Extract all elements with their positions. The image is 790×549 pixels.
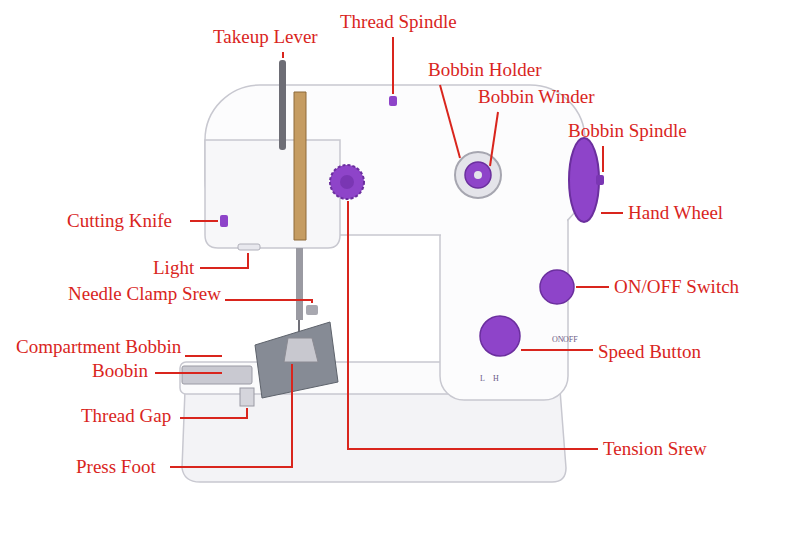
leader-line [185,355,222,357]
takeup-lever [279,60,286,150]
leader-line [155,372,222,374]
part-label: Thread Spindle [340,12,457,33]
bobbin-winder [465,162,491,188]
part-label: Compartment Bobbin [16,337,181,358]
part-label: Light [153,258,194,279]
leader-line [180,408,247,418]
leader-line [602,146,604,172]
part-label: Speed Button [598,342,701,363]
leader-line [225,300,312,303]
tension-knob [330,165,364,199]
part-label: Thread Gap [81,406,171,427]
bobbin-hub [474,171,482,179]
part-label: ON/OFF Switch [614,277,739,298]
part-label: Hand Wheel [628,203,723,224]
needle-bar [296,248,303,320]
leader-line [576,286,609,288]
part-label: Cutting Knife [67,211,172,232]
leader-line [440,85,460,158]
part-label: Tension Srew [603,439,707,460]
part-label: Bobbin Spindle [568,121,687,142]
on-off-switch [540,270,574,304]
part-label: Press Foot [76,457,156,478]
thread-spindle [389,96,397,106]
thread-gap [240,388,254,406]
tension-band [294,92,306,240]
leader-line [200,253,248,268]
part-label: Bobbin Holder [428,60,541,81]
part-label: Takeup Lever [213,27,318,48]
leader-line [392,37,394,94]
machine-head [205,140,340,248]
switch-marking: ON [552,336,564,345]
leader-line [490,112,498,166]
presser-foot [284,338,318,362]
arm-joint [441,200,567,260]
part-label: Bobbin Winder [478,87,595,108]
switch-marking: H [493,375,499,384]
leader-lines [155,37,623,467]
light [238,244,260,250]
cutting-knife [220,215,228,227]
bobbin-holder [455,152,501,198]
leader-line [601,212,623,214]
switch-marking: L [480,375,485,384]
leader-line [170,364,292,467]
hand-wheel [569,138,599,222]
leader-line [190,220,218,222]
fabric [255,322,338,398]
part-label: Needle Clamp Srew [68,284,221,305]
speed-button [480,316,520,356]
leader-line [521,349,593,351]
tension-knob-center [340,175,354,189]
bobbin-compartment [182,366,252,384]
needle-clamp [306,305,318,315]
bobbin-spindle [596,175,604,185]
switch-marking: OFF [563,336,578,345]
leader-line [348,201,598,449]
part-label: Boobin [92,361,148,382]
leader-line [282,52,284,58]
